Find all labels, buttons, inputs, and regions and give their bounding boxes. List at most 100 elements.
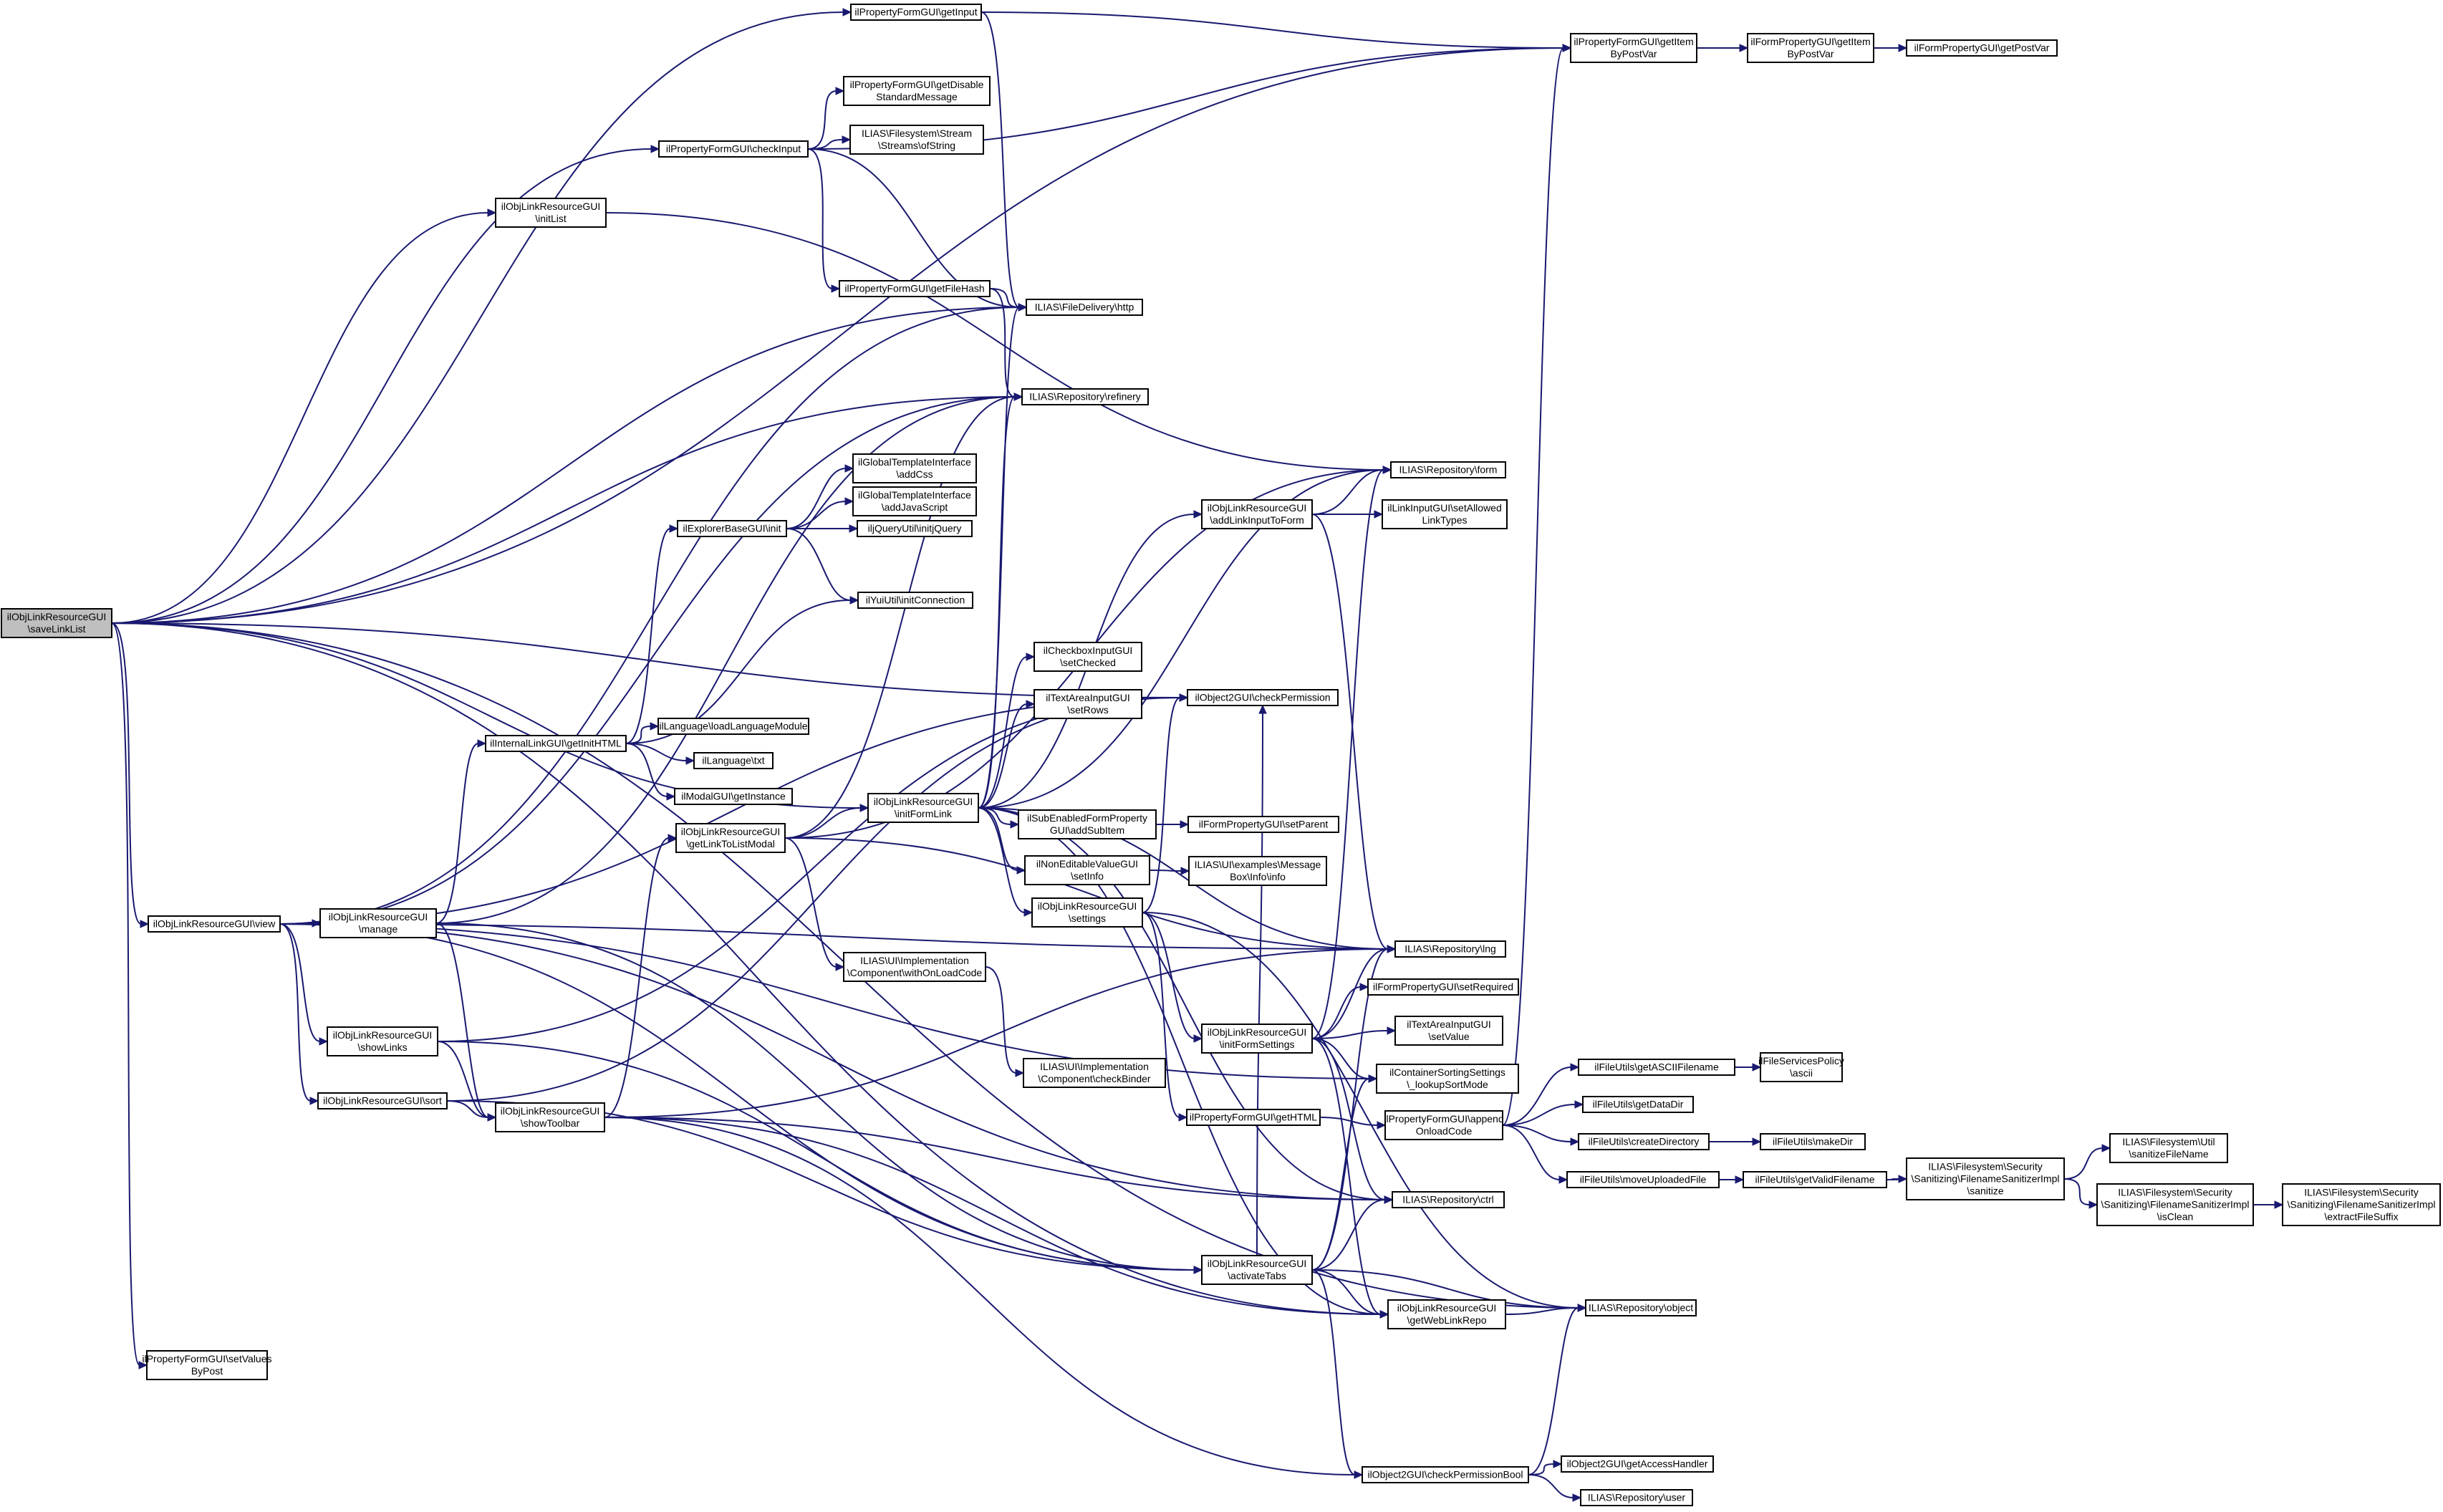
node-user[interactable]: ILIAS\Repository\user bbox=[1580, 1489, 1693, 1506]
node-check-input[interactable]: ilPropertyFormGUI\checkInput bbox=[658, 140, 809, 158]
node-manage[interactable]: ilObjLinkResourceGUI\manage bbox=[319, 908, 437, 938]
edge-explorer-init-to-add-css bbox=[786, 464, 854, 529]
node-set-info[interactable]: ilNonEditableValueGUI\setInfo bbox=[1024, 855, 1150, 885]
node-lng[interactable]: ILIAS\Repository\lng bbox=[1394, 940, 1506, 958]
edge-line bbox=[1311, 469, 1384, 515]
edge-arrowhead bbox=[1752, 1063, 1762, 1072]
node-set-value[interactable]: ilTextAreaInputGUI\setValue bbox=[1394, 1016, 1503, 1046]
node-form[interactable]: ILIAS\Repository\form bbox=[1390, 461, 1506, 478]
node-box bbox=[1201, 1024, 1313, 1054]
edge-arrowhead bbox=[2088, 1200, 2099, 1209]
node-get-valid-filename[interactable]: ilFileUtils\getValidFilename bbox=[1743, 1171, 1887, 1188]
node-set-rows[interactable]: ilTextAreaInputGUI\setRows bbox=[1033, 689, 1142, 719]
node-box bbox=[1033, 642, 1142, 672]
node-label: ilLanguage\loadLanguageModule bbox=[659, 721, 807, 732]
node-set-parent[interactable]: ilFormPropertyGUI\setParent bbox=[1187, 816, 1339, 833]
node-get-asciifilename[interactable]: ilFileUtils\getASCIIFilename bbox=[1578, 1059, 1735, 1076]
node-init-form-link[interactable]: ilObjLinkResourceGUI\initFormLink bbox=[867, 793, 979, 823]
node-show-toolbar[interactable]: ilObjLinkResourceGUI\showToolbar bbox=[495, 1102, 605, 1132]
edge-activate-tabs-to-check-permission bbox=[1256, 704, 1267, 1256]
node-with-on-load-code[interactable]: ILIAS\UI\Implementation\Component\withOn… bbox=[843, 952, 986, 982]
node-box bbox=[1394, 940, 1506, 958]
edge-line bbox=[604, 1117, 1382, 1315]
node-label: ilTextAreaInputGUI bbox=[1046, 692, 1130, 703]
node-sanitize[interactable]: ILIAS\Filesystem\Security\Sanitizing\Fil… bbox=[1906, 1157, 2065, 1200]
edge-arrowhead bbox=[1258, 704, 1267, 714]
node-get-disable-standard-message[interactable]: ilPropertyFormGUI\getDisableStandardMess… bbox=[843, 76, 991, 106]
node-label: ilExplorerBaseGUI\init bbox=[683, 523, 781, 534]
node-label: ilObjLinkResourceGUI bbox=[329, 911, 428, 923]
node-box bbox=[317, 1092, 448, 1109]
node-check-permission-bool[interactable]: ilObject2GUI\checkPermissionBool bbox=[1362, 1466, 1529, 1483]
node-activate-tabs[interactable]: ilObjLinkResourceGUI\activateTabs bbox=[1201, 1255, 1313, 1285]
node-box bbox=[1382, 499, 1508, 529]
node-add-css[interactable]: ilGlobalTemplateInterface\addCss bbox=[852, 453, 977, 483]
node-box bbox=[1376, 1064, 1519, 1094]
node-get-instance[interactable]: ilModalGUI\getInstance bbox=[674, 788, 793, 805]
node-show-links[interactable]: ilObjLinkResourceGUI\showLinks bbox=[327, 1026, 438, 1056]
node-ascii[interactable]: ilFileServicesPolicy\ascii bbox=[1758, 1052, 1844, 1082]
node-get-html[interactable]: ilPropertyFormGUI\getHTML bbox=[1186, 1109, 1321, 1126]
node-form-get-post-var[interactable]: ilFormPropertyGUI\getPostVar bbox=[1906, 39, 2058, 57]
node-check-permission[interactable]: ilObject2GUI\checkPermission bbox=[1187, 689, 1339, 706]
node-get-input[interactable]: ilPropertyFormGUI\getInput bbox=[850, 4, 982, 21]
node-label: \Streams\ofString bbox=[878, 140, 955, 151]
node-http[interactable]: ILIAS\FileDelivery\http bbox=[1026, 299, 1143, 316]
node-get-access-handler[interactable]: ilObject2GUI\getAccessHandler bbox=[1561, 1455, 1714, 1473]
edge-line bbox=[604, 837, 670, 1118]
node-sanitize-file-name[interactable]: ILIAS\Filesystem\Util\sanitizeFileName bbox=[2109, 1133, 2228, 1163]
node-is-clean[interactable]: ILIAS\Filesystem\Security\Sanitizing\Fil… bbox=[2096, 1183, 2254, 1226]
node-view[interactable]: ilObjLinkResourceGUI\view bbox=[148, 915, 281, 933]
node-box bbox=[1760, 1052, 1843, 1082]
node-get-init-html[interactable]: ilInternalLinkGUI\getInitHTML bbox=[485, 735, 627, 752]
node-add-java-script[interactable]: ilGlobalTemplateInterface\addJavaScript bbox=[852, 486, 977, 516]
node-move-uploaded-file[interactable]: ilFileUtils\moveUploadedFile bbox=[1566, 1171, 1720, 1188]
node-label: ilPropertyFormGUI\getHTML bbox=[1190, 1112, 1317, 1123]
node-get-data-dir[interactable]: ilFileUtils\getDataDir bbox=[1582, 1096, 1694, 1113]
node-extract-file-suffix[interactable]: ILIAS\Filesystem\Security\Sanitizing\Fil… bbox=[2282, 1183, 2441, 1226]
edge-line bbox=[978, 807, 1018, 871]
node-initj-query[interactable]: iljQueryUtil\initjQuery bbox=[857, 520, 973, 537]
node-box bbox=[1024, 855, 1150, 885]
edge-get-init-html-to-load-language-module bbox=[625, 722, 660, 744]
node-get-file-hash[interactable]: ilPropertyFormGUI\getFileHash bbox=[839, 280, 991, 297]
node-init-connection[interactable]: ilYuiUtil\initConnection bbox=[857, 592, 973, 609]
node-set-checked[interactable]: ilCheckboxInputGUI\setChecked bbox=[1033, 642, 1142, 672]
node-lookup-sort-mode[interactable]: ilContainerSortingSettings\_lookupSortMo… bbox=[1376, 1064, 1519, 1094]
node-txt[interactable]: ilLanguage\txt bbox=[693, 752, 774, 769]
edge-get-item-by-post-var-to-form-get-item-by-post-var bbox=[1697, 44, 1749, 52]
node-add-link-input-to-form[interactable]: ilObjLinkResourceGUI\addLinkInputToForm bbox=[1201, 499, 1313, 529]
edge-line bbox=[980, 11, 1020, 308]
node-explorer-init[interactable]: ilExplorerBaseGUI\init bbox=[677, 520, 787, 537]
node-ctrl[interactable]: ILIAS\Repository\ctrl bbox=[1392, 1191, 1505, 1208]
edge-line bbox=[1311, 986, 1362, 1039]
node-init-form-settings[interactable]: ilObjLinkResourceGUI\initFormSettings bbox=[1201, 1024, 1313, 1054]
node-of-string[interactable]: ILIAS\Filesystem\Stream\Streams\ofString bbox=[849, 125, 984, 155]
edge-form-get-item-by-post-var-to-form-get-post-var bbox=[1874, 44, 1908, 52]
edge-line bbox=[279, 923, 1389, 950]
node-make-dir[interactable]: ilFileUtils\makeDir bbox=[1760, 1133, 1866, 1150]
node-box bbox=[1201, 499, 1313, 529]
node-set-required[interactable]: ilFormPropertyGUI\setRequired bbox=[1367, 978, 1519, 996]
node-get-web-link-repo[interactable]: ilObjLinkResourceGUI\getWebLinkRepo bbox=[1387, 1299, 1506, 1329]
node-get-link-to-list-modal[interactable]: ilObjLinkResourceGUI\getLinkToListModal bbox=[675, 823, 786, 853]
node-box bbox=[1033, 689, 1142, 719]
node-sort[interactable]: ilObjLinkResourceGUI\sort bbox=[317, 1092, 448, 1109]
node-create-directory[interactable]: ilFileUtils\createDirectory bbox=[1578, 1133, 1710, 1150]
node-load-language-module[interactable]: ilLanguage\loadLanguageModule bbox=[657, 718, 809, 735]
node-save-link-list[interactable]: ilObjLinkResourceGUI\saveLinkList bbox=[1, 608, 112, 638]
node-object[interactable]: ILIAS\Repository\object bbox=[1585, 1299, 1697, 1316]
node-init-list[interactable]: ilObjLinkResourceGUI\initList bbox=[495, 198, 607, 228]
node-box bbox=[1367, 978, 1519, 996]
node-settings[interactable]: ilObjLinkResourceGUI\settings bbox=[1031, 897, 1143, 928]
node-refinery[interactable]: ILIAS\Repository\refinery bbox=[1021, 388, 1149, 405]
node-label: ilFileUtils\makeDir bbox=[1773, 1136, 1853, 1147]
node-check-binder[interactable]: ILIAS\UI\Implementation\Component\checkB… bbox=[1023, 1058, 1166, 1088]
